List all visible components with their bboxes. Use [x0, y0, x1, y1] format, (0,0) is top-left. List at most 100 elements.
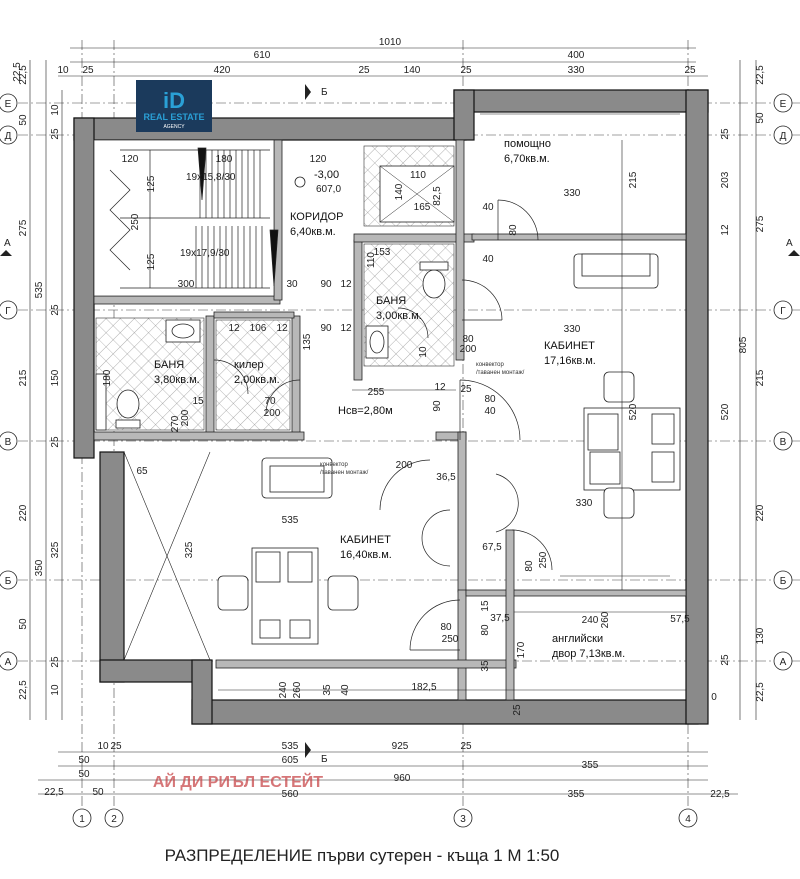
dim-label: 12 — [340, 279, 352, 290]
dim-label: 400 — [568, 50, 585, 61]
dim-label: 125 — [146, 253, 157, 270]
dim-label: 25 — [50, 304, 61, 316]
stair-note: 19x17,9/30 — [180, 248, 230, 259]
sink-icon — [165, 319, 201, 343]
dim-label: 275 — [755, 215, 766, 232]
dim-label: 605 — [282, 755, 299, 766]
dim-label: 520 — [720, 403, 731, 420]
dim-label: 12 — [340, 323, 352, 334]
dim-label: 140 — [404, 65, 421, 76]
dim-label: 25 — [50, 436, 61, 448]
section-mark-a-right: А — [786, 238, 793, 249]
axis-label: Д — [5, 131, 12, 142]
dim-label: 25 — [460, 384, 472, 395]
watermark: АЙ ДИ РИЪЛ ЕСТЕЙТ — [153, 772, 323, 791]
bathtub-icon — [95, 373, 107, 431]
dim-label: 50 — [92, 787, 104, 798]
doors — [213, 199, 553, 651]
dim-label: 25 — [720, 654, 731, 666]
inner-dimension-labels: 120 180 120 125 250 125 300 30 90 12 153… — [102, 154, 717, 716]
room-pomoshtno: помощно 6,70кв.м. — [504, 138, 551, 165]
dim-label: 560 — [282, 789, 299, 800]
axis-label: 2 — [111, 814, 117, 825]
dim-label: 355 — [582, 760, 599, 771]
room-area: 17,16кв.м. — [544, 355, 596, 367]
dim-label: 535 — [282, 515, 299, 526]
axis-col-3: 3 — [453, 808, 473, 828]
dimension-labels: 1010 610 400 22,5 10 25 420 25 140 25 33… — [12, 37, 766, 800]
dim-label: 90 — [432, 400, 443, 412]
dim-label: 10 — [50, 684, 61, 696]
dim-label: 50 — [78, 755, 90, 766]
convector-note: конвектор — [320, 462, 349, 468]
axis-row-g: Г Г — [0, 300, 793, 320]
dimension-lines — [29, 47, 757, 795]
dim-label: 80 — [508, 224, 519, 236]
dim-label: 200 — [264, 408, 281, 419]
axis-label: Г — [5, 306, 11, 317]
logo-sub: AGENCY — [163, 124, 185, 130]
dim-label: 350 — [34, 559, 45, 576]
armchair-icon — [573, 253, 659, 289]
axis-label: В — [780, 437, 787, 448]
dim-label: 260 — [600, 611, 611, 628]
room-banya-1: БАНЯ 3,00кв.м. — [376, 295, 422, 322]
dim-label: 25 — [460, 741, 472, 752]
dim-label: 610 — [254, 50, 271, 61]
dim-label: 182,5 — [411, 682, 436, 693]
outer-walls — [73, 89, 709, 725]
dim-label: 36,5 — [436, 472, 456, 483]
section-mark-b-bottom: Б — [321, 754, 328, 765]
dim-label: 925 — [392, 741, 409, 752]
dim-label: 140 — [394, 183, 405, 200]
room-name: килер — [234, 359, 264, 371]
interior-walls — [93, 139, 687, 701]
dim-label: 215 — [755, 369, 766, 386]
dim-label: 22,5 — [755, 65, 766, 85]
dim-label: 40 — [484, 406, 496, 417]
dim-label: 203 — [720, 171, 731, 188]
agency-logo: iD REAL ESTATE AGENCY — [136, 80, 212, 132]
axis-label: 1 — [79, 814, 85, 825]
dim-label: 180 — [216, 154, 233, 165]
dim-label: 215 — [18, 369, 29, 386]
dim-label: 300 — [178, 279, 195, 290]
section-mark-a-left: А — [4, 238, 11, 249]
dim-label: 12 — [434, 382, 446, 393]
dim-label: 215 — [628, 171, 639, 188]
toilet-icon — [115, 389, 141, 429]
sink-icon — [365, 325, 389, 359]
dim-label: 40 — [482, 202, 494, 213]
dim-label: 22,5 — [18, 680, 29, 700]
room-name: КАБИНЕТ — [340, 534, 391, 546]
staircase — [93, 139, 279, 297]
room-name: помощно — [504, 138, 551, 150]
dim-label: 355 — [568, 789, 585, 800]
dim-label: 37,5 — [490, 613, 510, 624]
room-area: 16,40кв.м. — [340, 549, 392, 561]
section-marks: А А Б Б — [0, 84, 800, 765]
dim-label: 960 — [394, 773, 411, 784]
misc-lines — [123, 113, 686, 691]
room-kiler: килер 2,00кв.м. — [234, 359, 280, 386]
level-mark: -3,00 — [314, 169, 339, 181]
room-name: КОРИДОР — [290, 211, 343, 223]
dim-label: 180 — [102, 369, 113, 386]
room-name: КАБИНЕТ — [544, 340, 595, 352]
dim-label: 80 — [524, 560, 535, 572]
dim-label: 170 — [516, 641, 527, 658]
dim-label: 25 — [50, 128, 61, 140]
dim-label: 805 — [738, 336, 749, 353]
axis-row-d: Д Д — [0, 125, 793, 145]
dim-label: 330 — [564, 188, 581, 199]
dim-label: 50 — [18, 618, 29, 630]
room-name: БАНЯ — [154, 359, 184, 371]
dim-label: 12 — [720, 224, 731, 236]
dim-label: 22,5 — [755, 682, 766, 702]
dim-label: 70 — [264, 396, 276, 407]
dim-label: 255 — [368, 387, 385, 398]
dim-label: 12 — [228, 323, 240, 334]
dim-label: 25 — [110, 741, 122, 752]
furniture — [217, 253, 681, 645]
dim-label: 25 — [50, 656, 61, 668]
